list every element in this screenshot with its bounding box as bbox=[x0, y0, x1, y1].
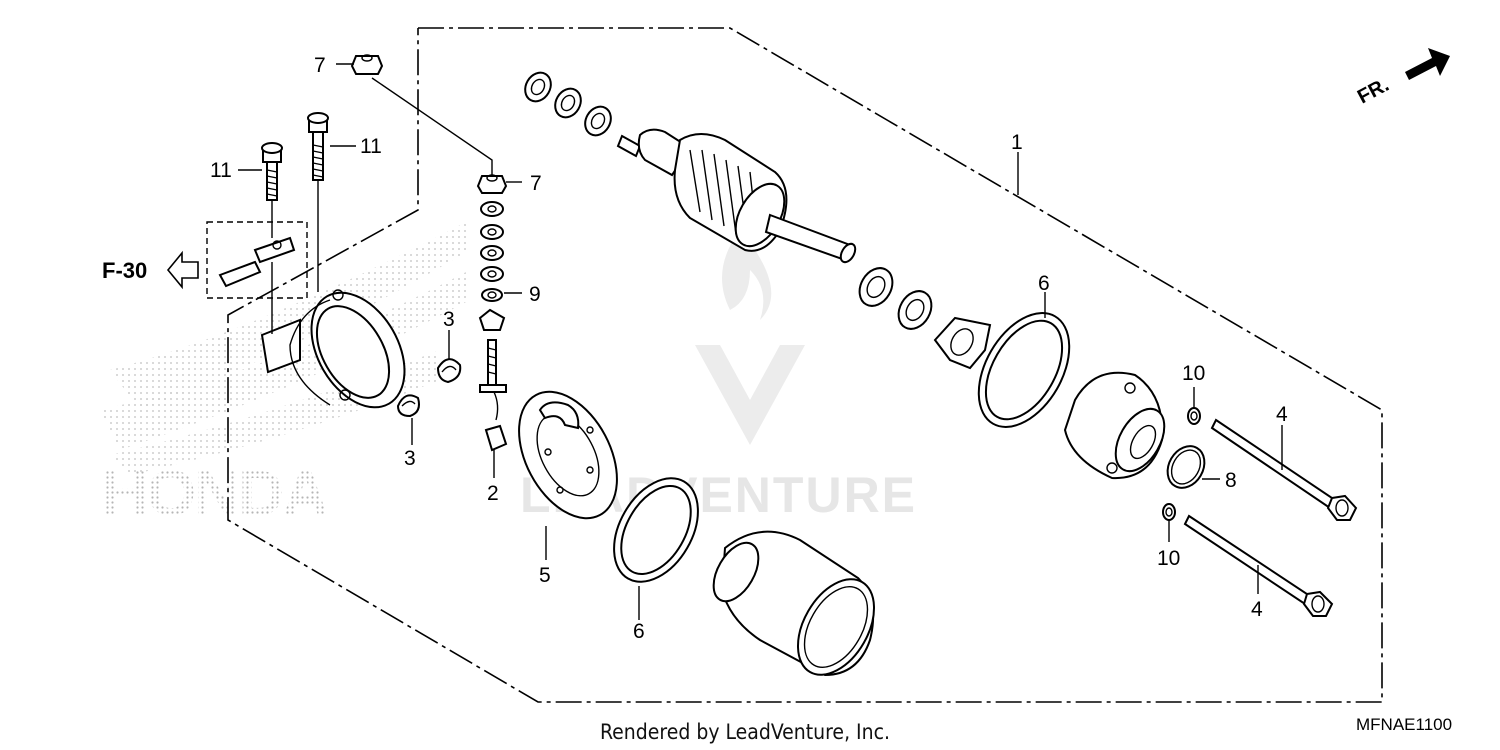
callout-1: 1 bbox=[1011, 131, 1023, 154]
washer-10-lower bbox=[1162, 503, 1176, 521]
callout-6: 6 bbox=[633, 620, 645, 643]
callout-labels: 1 2 3 3 4 4 5 6 6 7 7 8 9 10 10 11 11 bbox=[210, 54, 1288, 643]
shaft-washers bbox=[858, 267, 933, 330]
terminal-washers bbox=[478, 201, 506, 331]
rendered-by-footer: Rendered by LeadVenture, Inc. bbox=[600, 720, 890, 744]
honda-wing-watermark: HONDA bbox=[100, 220, 470, 529]
washer-10-upper bbox=[1187, 407, 1201, 425]
front-direction-arrow: FR. bbox=[1354, 48, 1450, 108]
assembly-frame bbox=[227, 27, 1383, 703]
terminal-connector bbox=[218, 236, 296, 288]
o-ring-lower bbox=[613, 477, 699, 583]
rear-cover bbox=[260, 289, 406, 409]
terminal-bolt-2 bbox=[479, 339, 508, 452]
callout-11: 11 bbox=[360, 135, 382, 158]
motor-yoke bbox=[712, 530, 875, 677]
long-bolt-4-lower bbox=[1183, 514, 1334, 617]
callout-4: 4 bbox=[1251, 598, 1263, 621]
callout-10: 10 bbox=[1182, 362, 1205, 385]
brush-spring-clip-upper bbox=[436, 358, 462, 384]
callout-7: 7 bbox=[530, 172, 542, 195]
callout-5: 5 bbox=[539, 564, 551, 587]
callout-2: 2 bbox=[487, 482, 499, 505]
callout-10: 10 bbox=[1157, 547, 1180, 570]
diagram-code: MFNAE1100 bbox=[1356, 715, 1452, 734]
callout-7: 7 bbox=[314, 54, 326, 77]
svg-text:F-30: F-30 bbox=[102, 258, 147, 283]
armature-washers bbox=[524, 71, 612, 137]
o-ring-upper bbox=[977, 312, 1071, 428]
callout-9: 9 bbox=[529, 283, 541, 306]
callout-11: 11 bbox=[210, 159, 232, 182]
terminal-nut-7 bbox=[350, 54, 508, 194]
callout-4: 4 bbox=[1276, 403, 1288, 426]
long-bolt-4-upper bbox=[1210, 418, 1358, 521]
leader-lines bbox=[238, 63, 1283, 620]
o-ring-8 bbox=[1166, 445, 1206, 489]
lock-plate bbox=[933, 316, 992, 370]
f30-reference-arrow: F-30 bbox=[102, 221, 308, 299]
bolt-11-right bbox=[307, 112, 329, 181]
armature bbox=[616, 128, 857, 264]
callout-6: 6 bbox=[1038, 272, 1050, 295]
bolt-11-left bbox=[261, 142, 283, 201]
brush-holder bbox=[518, 390, 618, 520]
callout-3: 3 bbox=[404, 447, 416, 470]
svg-text:FR.: FR. bbox=[1354, 74, 1393, 109]
front-cover bbox=[1063, 371, 1166, 480]
brush-spring-clip-lower bbox=[396, 394, 420, 418]
callout-8: 8 bbox=[1225, 469, 1237, 492]
callout-3: 3 bbox=[443, 308, 455, 331]
honda-logo-watermark: HONDA bbox=[102, 457, 327, 529]
